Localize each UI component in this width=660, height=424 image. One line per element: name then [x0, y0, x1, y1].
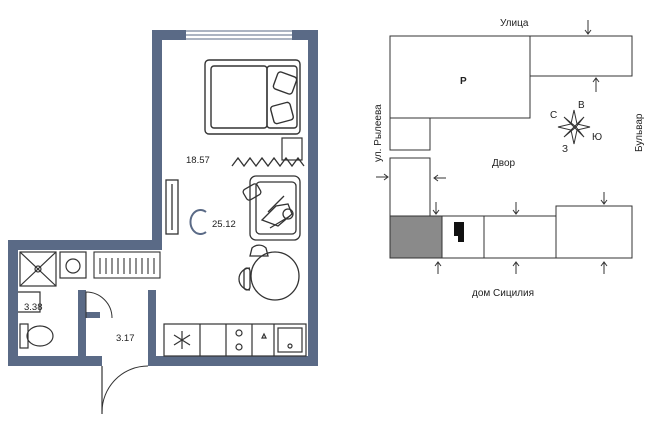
sofa: [242, 175, 301, 241]
snowflake-icon: [173, 331, 191, 349]
total-area-label: 25.12: [212, 219, 236, 230]
bathroom-area-label: 3.38: [24, 302, 43, 313]
bedside-table: [281, 137, 303, 161]
street-top-label: Улица: [500, 18, 529, 29]
bathroom-door: [85, 291, 113, 319]
tv-unit: [165, 179, 179, 235]
apartment-marker: [454, 222, 464, 236]
shower: [19, 251, 57, 287]
zone-arc: [189, 209, 207, 235]
toilet: [19, 323, 54, 349]
compass-east-label: В: [578, 100, 585, 111]
building-bottom: [483, 205, 633, 259]
compass-rose-icon: [557, 109, 591, 145]
site-plan: [376, 20, 633, 274]
hallway-area-label: 3.17: [116, 333, 135, 344]
closet-radiator: [93, 251, 161, 279]
parking-label: P: [460, 76, 467, 87]
building-top: [389, 35, 633, 151]
street-right-label: Бульвар: [634, 113, 645, 152]
entrance-arrows: [376, 20, 608, 274]
highlighted-section: [389, 215, 443, 259]
courtyard-label: Двор: [492, 158, 516, 169]
radiator: [231, 156, 305, 168]
kitchen-counter: [163, 323, 307, 357]
bed: [204, 59, 301, 135]
sink: [18, 291, 41, 313]
compass-south-label: Ю: [592, 132, 602, 143]
compass-north-label: С: [550, 110, 557, 121]
room-area-label: 18.57: [186, 155, 210, 166]
walls: [8, 30, 318, 366]
compass-west-label: З: [562, 144, 568, 155]
washing-machine: [59, 251, 87, 279]
street-left-label: ул. Рылеева: [373, 104, 384, 162]
floor-plan: 18.57 25.12 3.38 3.17: [8, 30, 318, 414]
building-bottom-label: дом Сицилия: [472, 288, 534, 299]
entrance-door: [101, 365, 149, 413]
window: [186, 30, 292, 40]
dining-table: [238, 244, 300, 301]
